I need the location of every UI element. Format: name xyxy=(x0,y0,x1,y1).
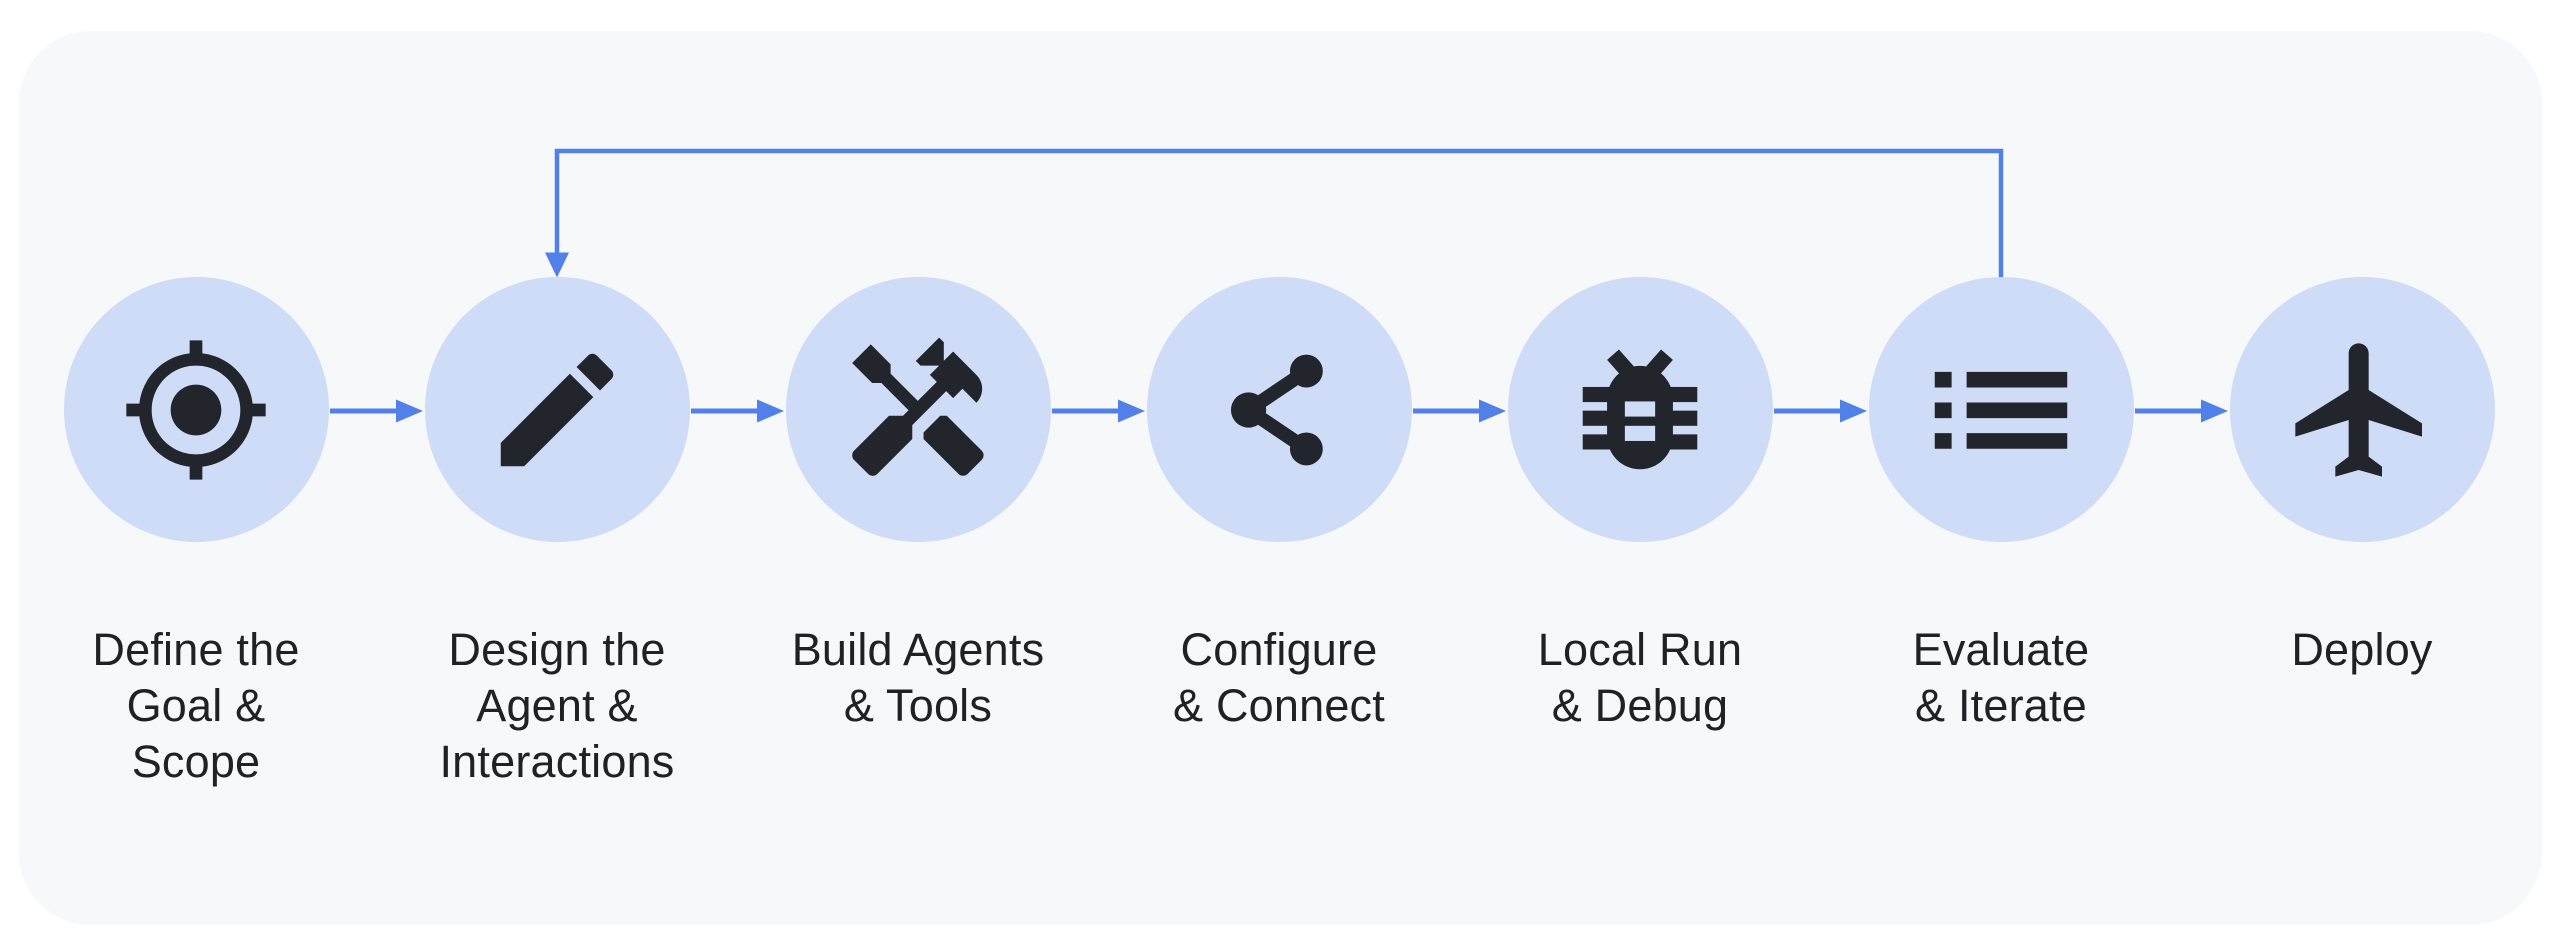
step-circle xyxy=(1868,277,2134,542)
step-label: Define the Goal & Scope xyxy=(92,624,300,787)
step-circle xyxy=(63,277,329,542)
edit-pencil-icon xyxy=(500,353,614,466)
step-circle xyxy=(1507,277,1773,542)
step-label: Evaluate & Iterate xyxy=(1912,624,2090,731)
workflow-step: Deploy xyxy=(2182,277,2543,678)
step-label: Design the Agent & Interactions xyxy=(439,624,675,787)
step-label: Local Run & Debug xyxy=(1537,624,1743,731)
workflow-step: Build Agents & Tools xyxy=(738,277,1099,734)
hammer-wrench-icon xyxy=(852,337,984,476)
list-icon xyxy=(1934,371,2068,449)
step-circle xyxy=(1146,277,1412,542)
workflow-step: Define the Goal & Scope xyxy=(16,277,377,790)
step-label: Deploy xyxy=(2291,624,2433,675)
step-label: Configure & Connect xyxy=(1173,624,1385,731)
workflow-step: Configure & Connect xyxy=(1099,277,1460,734)
bug-icon xyxy=(1582,348,1698,469)
target-icon xyxy=(126,339,266,480)
step-label: Build Agents & Tools xyxy=(791,624,1045,731)
step-circle xyxy=(785,277,1051,542)
step-circle xyxy=(2229,277,2495,542)
share-icon xyxy=(1230,354,1323,465)
airplane-icon xyxy=(2295,342,2422,477)
workflow-step: Design the Agent & Interactions xyxy=(377,277,738,790)
step-circle xyxy=(424,277,690,542)
workflow-step: Local Run & Debug xyxy=(1460,277,1821,734)
workflow-step: Evaluate & Iterate xyxy=(1821,277,2182,734)
